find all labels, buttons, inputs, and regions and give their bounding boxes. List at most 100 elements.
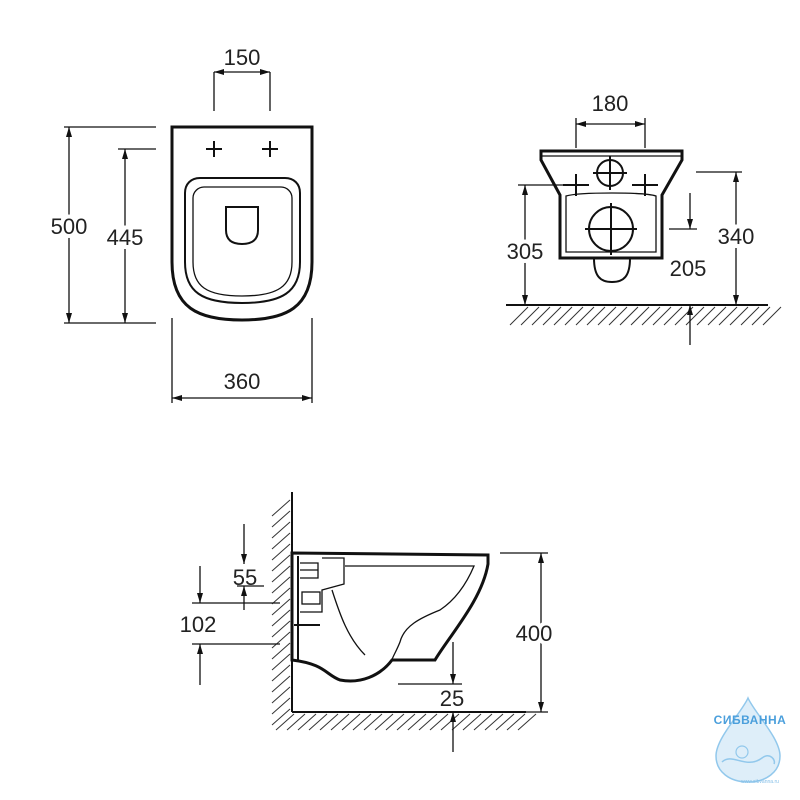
hatch-line: [271, 664, 291, 682]
seat-inner: [192, 186, 293, 297]
hatch-line: [575, 306, 595, 326]
dim-205: 205: [670, 256, 707, 281]
hatch-line: [271, 543, 291, 561]
hatch-line: [271, 609, 291, 627]
hatch-line: [396, 713, 416, 731]
hatch-line: [652, 306, 672, 326]
hatch-line: [520, 306, 540, 326]
hatch-line: [271, 686, 291, 704]
hatch-line: [553, 306, 573, 326]
hatch-line: [429, 713, 449, 731]
watermark-logo: СИБВАННА www.sibvanna.ru: [714, 696, 787, 785]
hatch-line: [608, 306, 628, 326]
hatch-line: [597, 306, 617, 326]
outlet-bottom: [593, 257, 631, 284]
dim-360: 360: [224, 369, 261, 394]
hatch-line: [271, 521, 291, 539]
hatch-line: [271, 708, 291, 726]
floor-hatch: [509, 306, 782, 326]
hatch-line: [586, 306, 606, 326]
hatch-line: [729, 306, 749, 326]
dim-445: 445: [107, 225, 144, 250]
hatch-line: [271, 642, 291, 660]
bolt-right: [262, 141, 278, 157]
hatch-line: [762, 306, 782, 326]
hatch-line: [407, 713, 427, 731]
hatch-line: [271, 620, 291, 638]
wall-view-body: [539, 149, 684, 260]
hatch-line: [286, 713, 306, 731]
hatch-line: [751, 306, 771, 326]
dim-400: 400: [516, 621, 553, 646]
floor-hatch-side: [275, 713, 537, 731]
hatch-line: [271, 499, 291, 517]
hatch-line: [319, 713, 339, 731]
watermark-brand: СИБВАННА: [714, 713, 787, 727]
seat-opening: [184, 177, 301, 305]
bowl-curve: [345, 565, 475, 661]
hatch-line: [271, 697, 291, 715]
hatch-line: [271, 587, 291, 605]
hatch-line: [374, 713, 394, 731]
hatch-line: [663, 306, 683, 326]
wall-hatch: [271, 499, 291, 726]
dim-102: 102: [180, 612, 217, 637]
hatch-line: [685, 306, 705, 326]
hatch-line: [451, 713, 471, 731]
hatch-line: [542, 306, 562, 326]
hatch-line: [385, 713, 405, 731]
dim-305: 305: [507, 239, 544, 264]
hatch-line: [297, 713, 317, 731]
hatch-line: [718, 306, 738, 326]
hatch-line: [418, 713, 438, 731]
hatch-line: [509, 306, 529, 326]
hatch-line: [564, 306, 584, 326]
hatch-line: [363, 713, 383, 731]
hatch-line: [330, 713, 350, 731]
hatch-line: [740, 306, 760, 326]
hatch-line: [531, 306, 551, 326]
bowl-outline: [170, 125, 314, 322]
wall-bolt-left: [563, 174, 589, 196]
wall-bolt-right: [632, 174, 658, 196]
drain-outline: [225, 206, 259, 246]
hatch-line: [271, 675, 291, 693]
bolt-left: [206, 141, 222, 157]
hatch-line: [275, 713, 295, 731]
dim-500: 500: [51, 214, 88, 239]
top-view: 150 500 445 360: [47, 45, 314, 403]
dim-180: 180: [592, 91, 629, 116]
hatch-line: [308, 713, 328, 731]
side-view-body: [290, 551, 490, 683]
dim-340: 340: [718, 224, 755, 249]
hatch-line: [696, 306, 716, 326]
hatch-line: [462, 713, 482, 731]
hatch-line: [271, 598, 291, 616]
dim-55: 55: [233, 565, 257, 590]
dim-150: 150: [224, 45, 261, 70]
hatch-line: [495, 713, 515, 731]
hatch-line: [630, 306, 650, 326]
hatch-line: [271, 653, 291, 671]
water-drop-icon: [715, 696, 781, 783]
watermark-url: www.sibvanna.ru: [741, 779, 779, 785]
wall-view: 180 305 340 205: [503, 91, 782, 345]
hatch-line: [484, 713, 504, 731]
hatch-line: [641, 306, 661, 326]
hatch-line: [341, 713, 361, 731]
hatch-line: [271, 532, 291, 550]
hatch-line: [619, 306, 639, 326]
hatch-line: [707, 306, 727, 326]
dim-25: 25: [440, 686, 464, 711]
hatch-line: [440, 713, 460, 731]
hatch-line: [271, 565, 291, 583]
hatch-line: [506, 713, 526, 731]
hatch-line: [271, 631, 291, 649]
hatch-line: [271, 554, 291, 572]
hatch-line: [517, 713, 537, 731]
hatch-line: [473, 713, 493, 731]
hatch-line: [271, 510, 291, 528]
hatch-line: [352, 713, 372, 731]
side-view: 55 102 400 25: [180, 492, 556, 752]
